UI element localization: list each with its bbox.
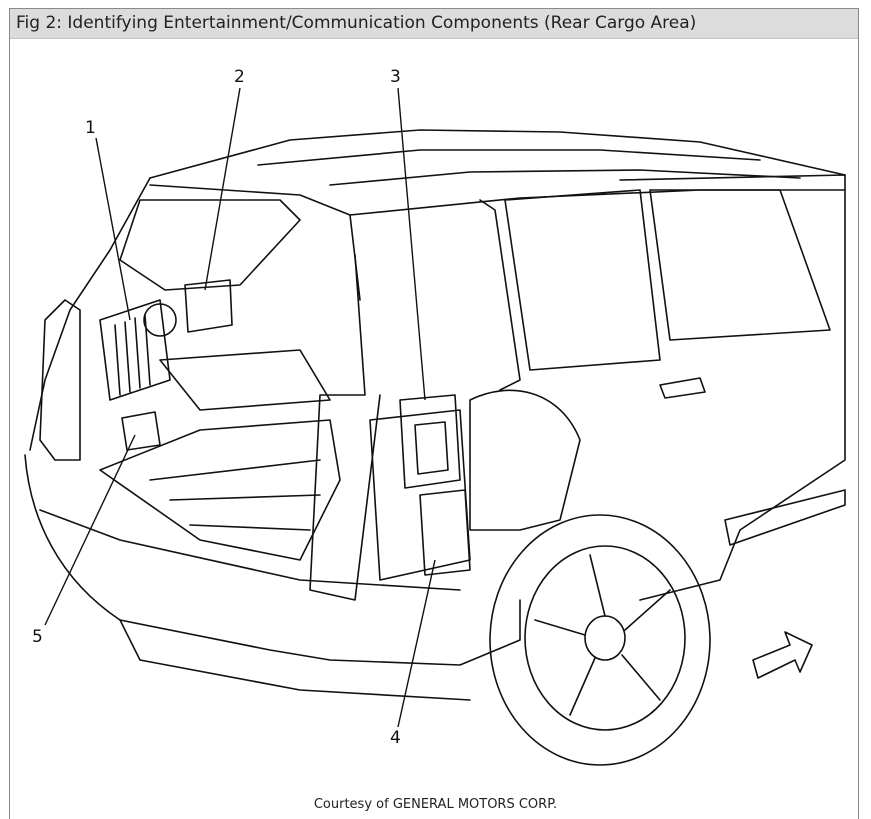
leader-line-5: [44, 434, 136, 626]
callout-2: 2: [234, 67, 245, 87]
forward-arrow-icon: [752, 631, 813, 679]
hatch-inner: [149, 184, 361, 301]
cargo-floor-ribs: [149, 459, 321, 531]
figure-title: Fig 2: Identifying Entertainment/Communi…: [16, 13, 697, 33]
speaker-component: [143, 303, 177, 337]
callout-4: 4: [390, 728, 401, 748]
door-lower-trim: [724, 489, 846, 546]
leader-line-1: [95, 137, 131, 321]
door-window-2: [649, 189, 831, 341]
hatch-opening: [29, 177, 151, 451]
leader-line-2: [204, 87, 241, 291]
rear-rim: [524, 545, 686, 731]
roof-rail-2: [329, 169, 801, 186]
rear-door-frame: [479, 199, 521, 391]
rear-tire: [489, 514, 711, 766]
rear-window: [119, 199, 301, 291]
component-1-fins: [114, 314, 151, 396]
leader-line-4: [397, 559, 436, 728]
door-body: [619, 174, 846, 601]
d-pillar: [309, 254, 381, 601]
cargo-floor: [99, 419, 341, 561]
component-3-module: [399, 394, 461, 489]
figure-title-bar: Fig 2: Identifying Entertainment/Communi…: [10, 9, 858, 39]
door-window-1: [504, 189, 661, 371]
bumper-lower: [119, 619, 471, 701]
roof-rail: [257, 149, 761, 166]
door-handle: [659, 377, 706, 399]
component-5-module: [121, 411, 161, 451]
callout-3: 3: [390, 67, 401, 87]
left-tail-lamp: [39, 299, 81, 461]
component-4-module: [419, 489, 471, 576]
roof-outline: [149, 129, 846, 179]
callout-1: 1: [85, 118, 96, 138]
cargo-side-trim: [159, 349, 331, 411]
component-1-amplifier: [99, 299, 171, 401]
figure-credit: Courtesy of GENERAL MOTORS CORP.: [313, 797, 558, 812]
wheel-spokes: [534, 554, 671, 716]
leader-line-3: [397, 87, 426, 401]
wheel-well: [469, 389, 581, 531]
bumper-line: [39, 509, 461, 591]
wheel-hub: [584, 615, 626, 661]
callout-5: 5: [32, 627, 43, 647]
component-3-detail: [414, 421, 449, 475]
component-2-module: [184, 279, 233, 333]
rear-bumper: [24, 454, 521, 666]
